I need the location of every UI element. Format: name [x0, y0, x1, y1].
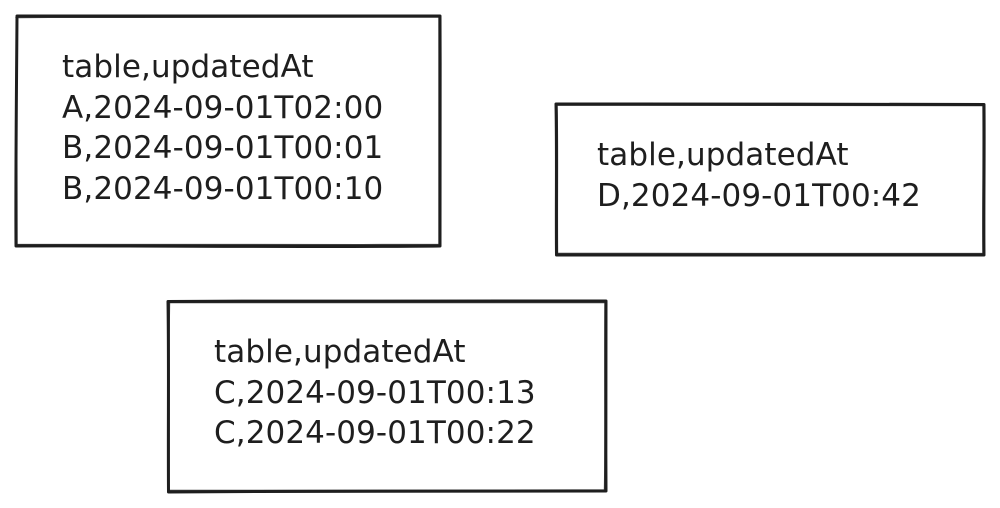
csv-box-3: table,updatedAt C,2024-09-01T00:13 C,202… [166, 299, 608, 494]
csv-row-line: A,2024-09-01T02:00 [62, 89, 384, 126]
csv-header-line: table,updatedAt [597, 137, 849, 173]
csv-header-line: table,updatedAt [214, 334, 466, 370]
box-3-text: table,updatedAt C,2024-09-01T00:13 C,202… [214, 332, 536, 454]
csv-box-1: table,updatedAt A,2024-09-01T02:00 B,202… [14, 14, 442, 249]
csv-row-line: B,2024-09-01T00:10 [62, 170, 384, 207]
box-3-border [166, 299, 608, 494]
box-2-text: table,updatedAt D,2024-09-01T00:42 [597, 135, 921, 216]
csv-header-line: table,updatedAt [62, 49, 314, 85]
csv-row-line: C,2024-09-01T00:13 [214, 374, 536, 411]
box-2-border [554, 102, 986, 257]
csv-row-line: C,2024-09-01T00:22 [214, 415, 536, 451]
csv-row-line: B,2024-09-01T00:01 [62, 130, 384, 166]
csv-row-line: D,2024-09-01T00:42 [597, 177, 921, 214]
box-1-text: table,updatedAt A,2024-09-01T02:00 B,202… [62, 47, 383, 209]
csv-box-2: table,updatedAt D,2024-09-01T00:42 [554, 102, 986, 257]
box-1-border [14, 14, 442, 249]
